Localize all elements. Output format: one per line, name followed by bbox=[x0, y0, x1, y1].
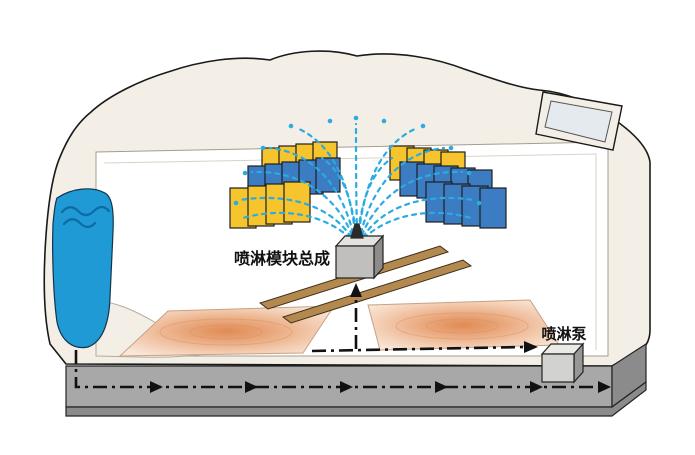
water-waves bbox=[60, 205, 111, 229]
spray-arc bbox=[268, 146, 355, 235]
spray-arc bbox=[250, 170, 354, 237]
spray-droplet bbox=[448, 145, 454, 151]
spray-arc bbox=[362, 211, 473, 240]
nozzle-box-front bbox=[335, 245, 375, 279]
spray-droplet bbox=[353, 115, 359, 121]
flow-arrow-to-pump bbox=[524, 341, 538, 353]
spray-droplet bbox=[288, 123, 294, 129]
spray-droplets bbox=[233, 115, 482, 206]
flow-arrow-right bbox=[245, 381, 258, 393]
spray-arcs bbox=[238, 122, 476, 240]
flow-line-mid bbox=[311, 345, 525, 353]
spray-pump bbox=[540, 342, 585, 384]
spray-droplet bbox=[233, 200, 239, 206]
spray-arc bbox=[241, 211, 352, 240]
pump-front bbox=[541, 353, 575, 383]
water-tank bbox=[52, 188, 114, 349]
base-bottom-lip bbox=[65, 380, 647, 417]
plate-ring bbox=[189, 324, 263, 340]
spray-arc bbox=[357, 126, 419, 234]
spray-droplet bbox=[242, 170, 248, 176]
heater-plates bbox=[118, 299, 560, 357]
spray-droplet bbox=[476, 200, 482, 206]
spray-arc bbox=[360, 170, 464, 237]
label-spray-pump: 喷淋泵 bbox=[541, 325, 586, 343]
panels-right-front-blue bbox=[425, 181, 507, 229]
flow-arrow-right bbox=[530, 381, 543, 393]
spray-arc bbox=[359, 146, 446, 235]
spray-droplet bbox=[420, 123, 426, 129]
flow-arrow-right bbox=[150, 381, 163, 393]
flow-arrows bbox=[150, 283, 611, 393]
plate-ring bbox=[159, 318, 293, 346]
flow-arrow-right bbox=[435, 381, 448, 393]
flow-arrow-end bbox=[598, 381, 611, 393]
heater-plate-left bbox=[118, 305, 335, 357]
spray-arc bbox=[295, 126, 357, 234]
flow-arrow-right bbox=[340, 381, 353, 393]
spray-droplet bbox=[260, 145, 266, 151]
label-spray-module: 喷淋模块总成 bbox=[234, 249, 330, 268]
plate-ring bbox=[425, 318, 499, 334]
spray-arc bbox=[361, 196, 476, 239]
spray-nozzle bbox=[350, 223, 364, 239]
rail bbox=[281, 259, 473, 324]
specimen-panel bbox=[479, 187, 507, 229]
flow-arrow-up-nozzle bbox=[350, 283, 362, 297]
spray-module-assembly bbox=[334, 223, 385, 280]
spray-droplet bbox=[381, 118, 387, 124]
flow-lines bbox=[74, 290, 600, 389]
spray-arc bbox=[354, 122, 359, 234]
spray-droplet bbox=[466, 170, 472, 176]
spray-arc bbox=[238, 196, 353, 239]
flow-line-bottom bbox=[74, 350, 600, 389]
spray-droplet bbox=[327, 118, 333, 124]
viewport-window bbox=[535, 91, 623, 151]
panels-left-front-yellow bbox=[229, 181, 311, 229]
plate-ring bbox=[395, 312, 529, 340]
